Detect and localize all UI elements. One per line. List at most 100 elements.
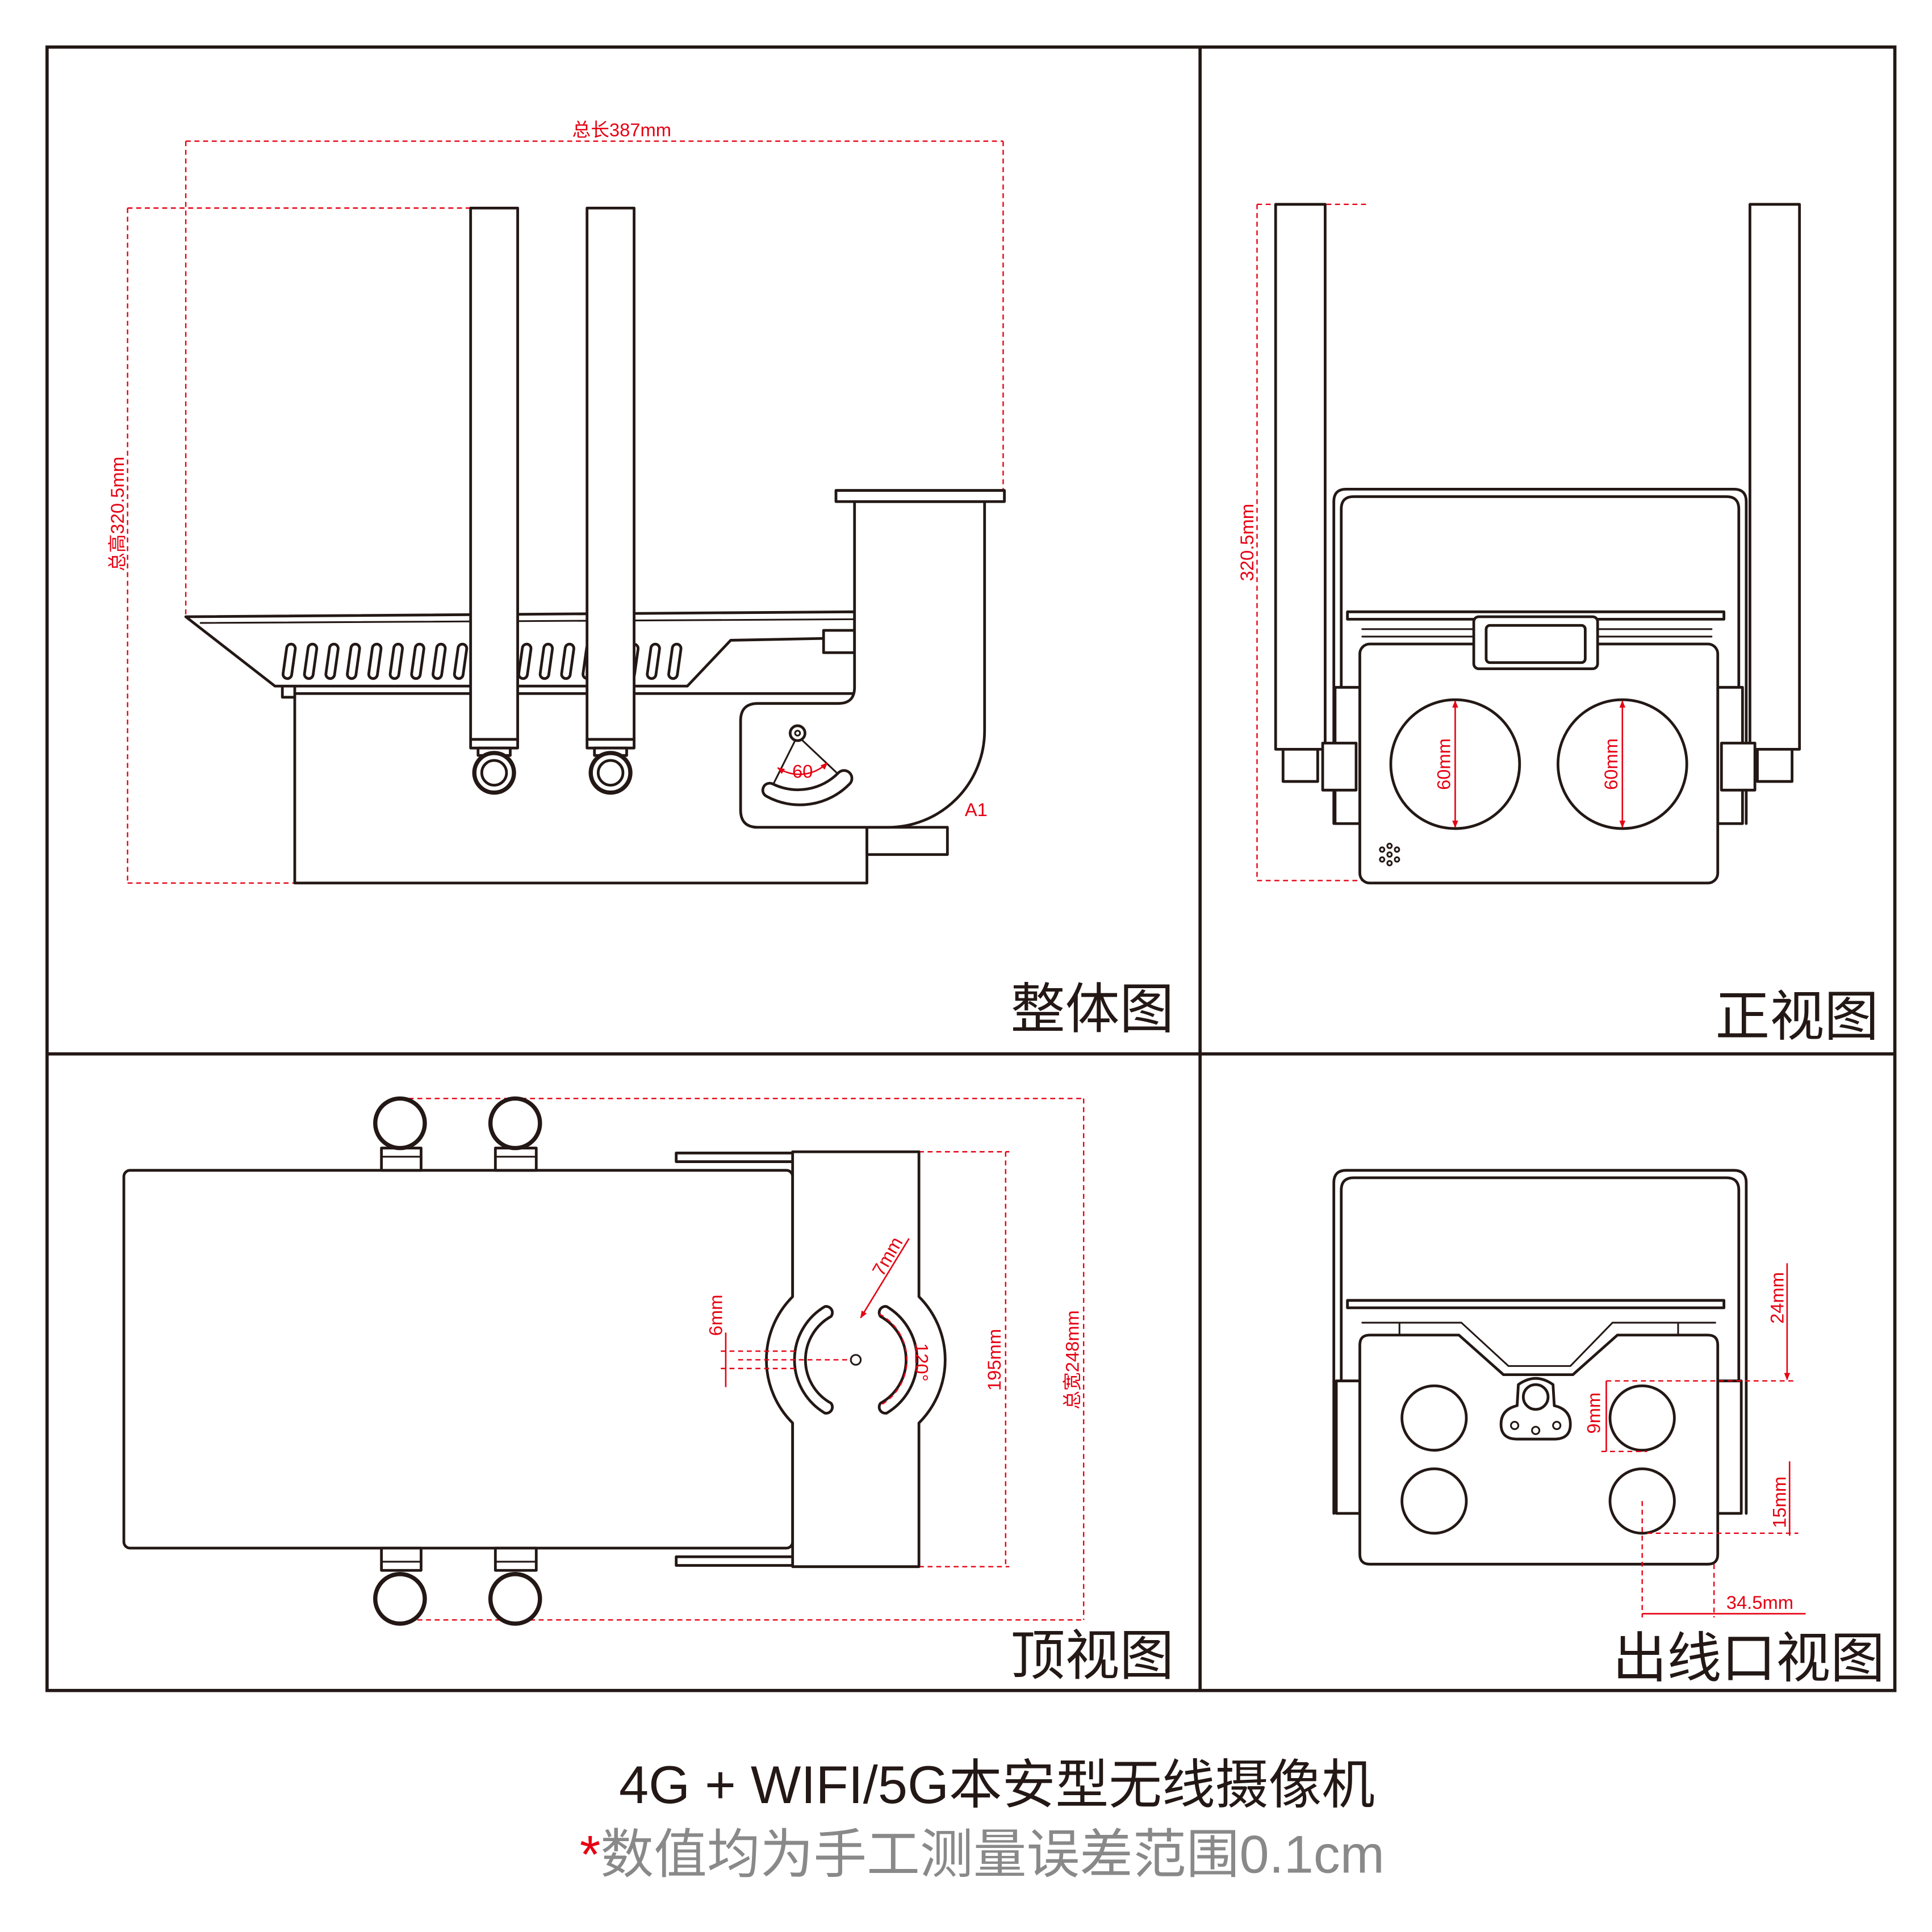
carry-handle-inner — [1484, 624, 1587, 664]
vent-slot — [324, 642, 340, 680]
dimension-label: 6mm — [705, 1295, 726, 1336]
antenna-rod — [1274, 203, 1327, 751]
dimension-total-width: 总宽248mm — [408, 1098, 1085, 1621]
dimension-angle-120: 120° — [879, 1313, 932, 1406]
panel-title: 正视图 — [1715, 986, 1879, 1047]
dimension-slot-6mm: 6mm — [705, 1295, 852, 1387]
panel-title: 出线口视图 — [1612, 1628, 1885, 1689]
vent-slot — [346, 642, 361, 680]
antenna-connector — [494, 1546, 538, 1572]
vent-slot — [367, 642, 383, 680]
speaker-hole — [1386, 843, 1393, 849]
camera-body — [293, 692, 868, 885]
panel-title: 整体图 — [1011, 979, 1174, 1040]
u-bracket-outer — [1332, 488, 1748, 825]
antenna-connector — [1281, 747, 1319, 783]
ground-lug-hole — [1510, 1420, 1520, 1431]
panel-outlet: 24mm 9mm 15mm 34.5mm 出线口视图 — [1332, 1169, 1885, 1689]
panel-front: 320.5mm 60mm 60mm — [1236, 203, 1879, 1047]
antenna-connector — [1756, 747, 1793, 783]
dimension-label: 320.5mm — [1236, 504, 1257, 581]
body-side-tab — [281, 684, 296, 699]
antenna-top-pair — [373, 1096, 542, 1172]
lens-diameter-label: 60mm — [1600, 738, 1621, 790]
speaker-hole — [1386, 860, 1393, 867]
panel-grid — [45, 45, 1897, 1692]
speaker-holes — [1379, 843, 1400, 867]
dimension-top-offset-24mm: 24mm — [1606, 1263, 1796, 1382]
speaker-hole — [1386, 851, 1393, 858]
antenna-connector — [380, 1147, 423, 1172]
dimension-label: 24mm — [1766, 1272, 1787, 1324]
panel-top: 总宽248mm 195mm — [122, 1096, 1174, 1686]
dimension-total-height: 总高320.5mm — [107, 207, 471, 884]
u-bracket-inner — [1340, 1176, 1741, 1386]
vent-slot — [388, 642, 404, 680]
product-title: 4G + WIFI/5G本安型无线摄像机 — [619, 1755, 1375, 1814]
arc-slot-left — [793, 1305, 834, 1415]
antenna-knob — [373, 1572, 427, 1626]
angle-arc — [879, 1313, 908, 1406]
note-asterisk: * — [580, 1824, 601, 1884]
vent-slot — [517, 642, 533, 680]
antenna-right — [586, 206, 635, 795]
dimension-line — [860, 1238, 910, 1319]
lens-diameter-label: 60mm — [1433, 738, 1454, 790]
side-rail-top — [675, 1151, 794, 1163]
dimension-label: 总宽248mm — [1061, 1310, 1082, 1409]
panel-title: 顶视图 — [1011, 1625, 1174, 1686]
vent-slot — [453, 642, 469, 680]
carry-handle — [1472, 615, 1599, 671]
dimension-label: 34.5mm — [1726, 1592, 1793, 1613]
u-bracket-inner — [1340, 495, 1741, 695]
bracket-flange — [834, 489, 1006, 503]
pivot-bolt — [788, 724, 806, 742]
antenna-knob — [488, 1572, 542, 1626]
side-rail-bottom — [675, 1555, 794, 1567]
mount-bracket: 60 — [739, 489, 1006, 829]
dimension-label: 总长387mm — [572, 119, 671, 140]
pivot-bolt-center — [794, 730, 801, 737]
ground-lug-hole — [1552, 1420, 1562, 1431]
speaker-hole — [1394, 856, 1400, 863]
antenna-connector — [380, 1546, 423, 1572]
vent-slot — [538, 642, 554, 680]
dimension-gap-9mm: 9mm — [1583, 1381, 1647, 1453]
antenna-base-knob — [472, 751, 516, 795]
tilt-slot — [761, 769, 854, 806]
antenna-bottom-pair — [373, 1546, 542, 1626]
dimension-label: 120° — [911, 1343, 932, 1382]
speaker-hole — [1379, 856, 1386, 863]
vent-slot — [410, 642, 425, 680]
antenna-base-knob — [588, 751, 633, 795]
camera-body — [122, 1169, 794, 1550]
u-bracket-outer — [1332, 1169, 1748, 1515]
vent-slot — [646, 642, 661, 680]
speaker-hole — [1394, 846, 1400, 853]
vent-slot — [303, 642, 319, 680]
dimension-label: 总高320.5mm — [107, 457, 128, 571]
sunshade-lower-edge — [1361, 1322, 1716, 1367]
ground-lug-bolt — [1521, 1383, 1550, 1411]
bracket-arm-left — [1335, 1379, 1361, 1515]
antenna-right — [1720, 203, 1801, 792]
arc-slot-right — [877, 1305, 919, 1415]
tilt-angle-arc — [777, 762, 828, 775]
antenna-knob — [488, 1096, 542, 1151]
sunshade-top-edge — [199, 618, 856, 624]
camera-body-rear — [1358, 1333, 1720, 1566]
antenna-rod — [1749, 203, 1801, 751]
tilt-angle-label: 60 — [792, 761, 813, 782]
antenna-left — [469, 206, 519, 795]
dimension-label: 15mm — [1769, 1477, 1790, 1528]
antenna-left — [1274, 203, 1358, 792]
outer-frame — [45, 45, 1897, 1692]
vent-slot — [281, 642, 297, 680]
cable-gland-bottom-left — [1400, 1467, 1468, 1535]
ground-lug-hole — [1531, 1425, 1541, 1435]
measurement-note: *数值均为手工测量误差范围0.1cm — [580, 1824, 1385, 1884]
dimension-bracket-width: 195mm — [919, 1151, 1010, 1567]
dimension-side-offset-34mm: 34.5mm — [1641, 1501, 1806, 1618]
dimension-label: 195mm — [984, 1329, 1005, 1391]
